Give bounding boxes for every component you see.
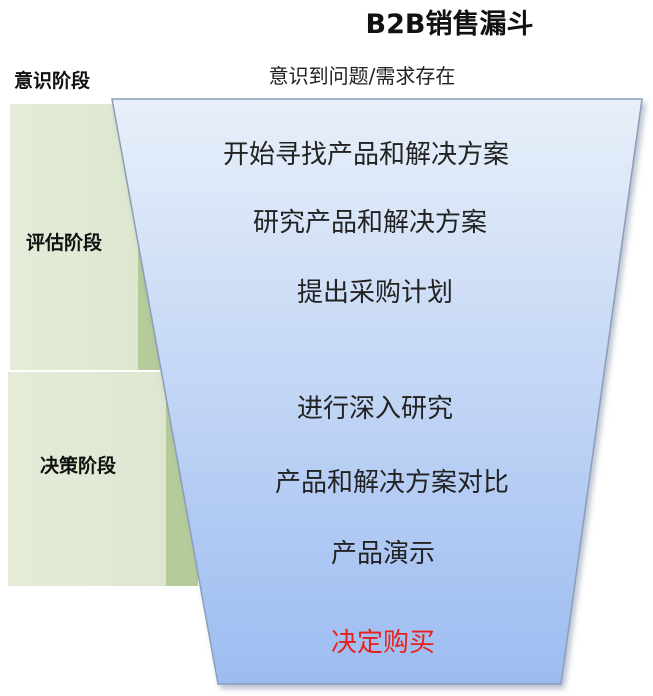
stage-label-evaluation: 评估阶段 [26, 232, 103, 254]
step-product-demo: 产品演示 [330, 539, 435, 569]
step-compare-solutions: 产品和解决方案对比 [274, 468, 509, 498]
stage-label-decision: 决策阶段 [40, 455, 117, 477]
stage-label-awareness: 意识阶段 [14, 70, 91, 92]
step-start-searching: 开始寻找产品和解决方案 [222, 140, 509, 170]
step-purchase-plan: 提出采购计划 [296, 278, 453, 308]
awareness-description: 意识到问题/需求存在 [268, 64, 456, 88]
step-in-depth-research: 进行深入研究 [296, 394, 453, 424]
stage-panel-decision [8, 372, 198, 586]
step-purchase-decision: 决定购买 [330, 628, 435, 658]
diagram-title: B2B销售漏斗 [365, 9, 534, 40]
step-research-solutions: 研究产品和解决方案 [252, 208, 487, 238]
funnel-shape [111, 98, 643, 685]
